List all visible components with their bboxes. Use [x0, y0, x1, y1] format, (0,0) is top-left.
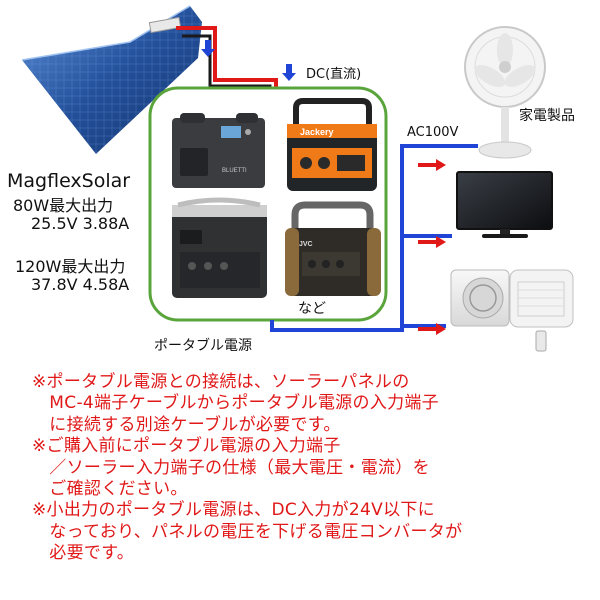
note-line: ／ソーラー入力端子の仕様（最大電圧・電流）を: [32, 457, 430, 478]
dc-arrow-icon: [201, 40, 215, 57]
appliances-label: 家電製品: [519, 107, 575, 124]
ac-label: AC100V: [407, 125, 459, 140]
spec-120w-title: 120W最大出力: [15, 257, 125, 276]
arrow-icon: [418, 236, 446, 248]
power-station-jvc-icon: JVC: [285, 201, 381, 296]
note-line: ご確認ください。: [32, 479, 188, 500]
power-station-bluetti-icon: BLUETTI: [172, 113, 265, 188]
note-line: MC-4端子ケーブルからポータブル電源の入力端子: [32, 393, 439, 414]
power-station-grey-icon: [172, 197, 267, 298]
note-line: に接続する別途ケーブルが必要です。: [32, 414, 341, 435]
etc-label: など: [298, 301, 326, 317]
notes-section: ※ポータブル電源との接続は、ソーラーパネルの MC-4端子ケーブルからポータブル…: [32, 372, 592, 565]
spec-80w-values: 25.5V 3.88A: [31, 214, 129, 233]
electric-fan-icon: [464, 26, 546, 159]
power-station-jackery-icon: Jackery: [287, 98, 377, 191]
television-icon: [456, 171, 553, 238]
air-conditioner-icon: [450, 269, 574, 352]
note-line: なっており、パネルの電圧を下げる電圧コンバータが: [32, 521, 463, 542]
bluetti-logo-text: BLUETTI: [222, 168, 247, 174]
note-line: ※小出力のポータブル電源は、DC入力が24V以下に: [32, 500, 435, 521]
arrow-icon: [418, 159, 446, 171]
jackery-logo-text: Jackery: [300, 127, 334, 137]
note-line: 必要です。: [32, 543, 135, 564]
portable-power-label: ポータブル電源: [154, 337, 252, 354]
spec-120w-values: 37.8V 4.58A: [31, 275, 129, 294]
note-line: ※ご購入前にポータブル電源の入力端子: [32, 436, 341, 457]
dc-label: DC(直流): [306, 67, 361, 82]
solar-panel-icon: [21, 5, 202, 154]
portable-power-group-frame: [148, 86, 388, 322]
jvc-logo-text: JVC: [299, 241, 313, 248]
dc-arrow-icon: [282, 64, 296, 81]
note-line: ※ポータブル電源との接続は、ソーラーパネルの: [32, 372, 410, 392]
brand-name: MagflexSolar: [7, 170, 130, 192]
spec-80w-title: 80W最大出力: [13, 196, 113, 215]
arrow-icon: [418, 323, 446, 335]
